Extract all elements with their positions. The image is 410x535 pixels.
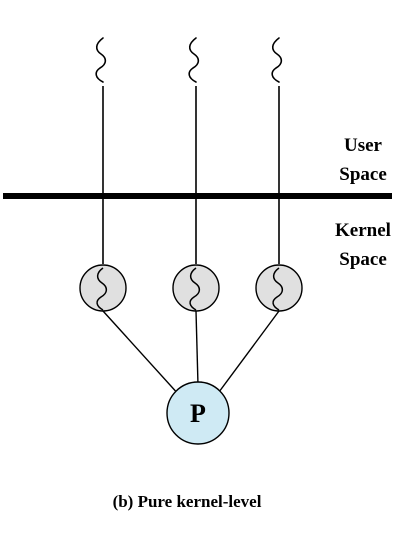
user-thread-1-squiggle-icon [95, 37, 107, 83]
kernel-space-label-line2: Space [339, 249, 387, 270]
kernel-thread-2 [172, 264, 220, 312]
connection-2 [195, 310, 199, 386]
kernel-thread-3-circle-icon [255, 264, 303, 312]
user-thread-2-squiggle-icon [188, 37, 200, 83]
process-connections [102, 310, 280, 397]
user-threads [95, 37, 283, 83]
user-thread-3-squiggle-icon [271, 37, 283, 83]
thread-lines [102, 86, 280, 264]
process-circle-icon [166, 381, 230, 445]
kernel-thread-2-circle-icon [172, 264, 220, 312]
process-label: P [190, 399, 206, 428]
user-space-label-line2: Space [339, 164, 387, 185]
kernel-thread-1-squiggle-icon [96, 267, 108, 311]
kernel-thread-3-squiggle-icon [272, 267, 284, 311]
connection-3 [218, 310, 280, 393]
kernel-thread-1 [79, 264, 127, 312]
process: P [166, 381, 230, 445]
diagram-caption: (b) Pure kernel-level [113, 492, 262, 511]
kernel-thread-3 [255, 264, 303, 312]
kernel-thread-2-squiggle-icon [189, 267, 201, 311]
connection-1 [102, 310, 181, 397]
kernel-thread-1-circle-icon [79, 264, 127, 312]
user-space-label-line1: User [344, 135, 383, 156]
kernel-space-label-line1: Kernel [335, 220, 391, 241]
